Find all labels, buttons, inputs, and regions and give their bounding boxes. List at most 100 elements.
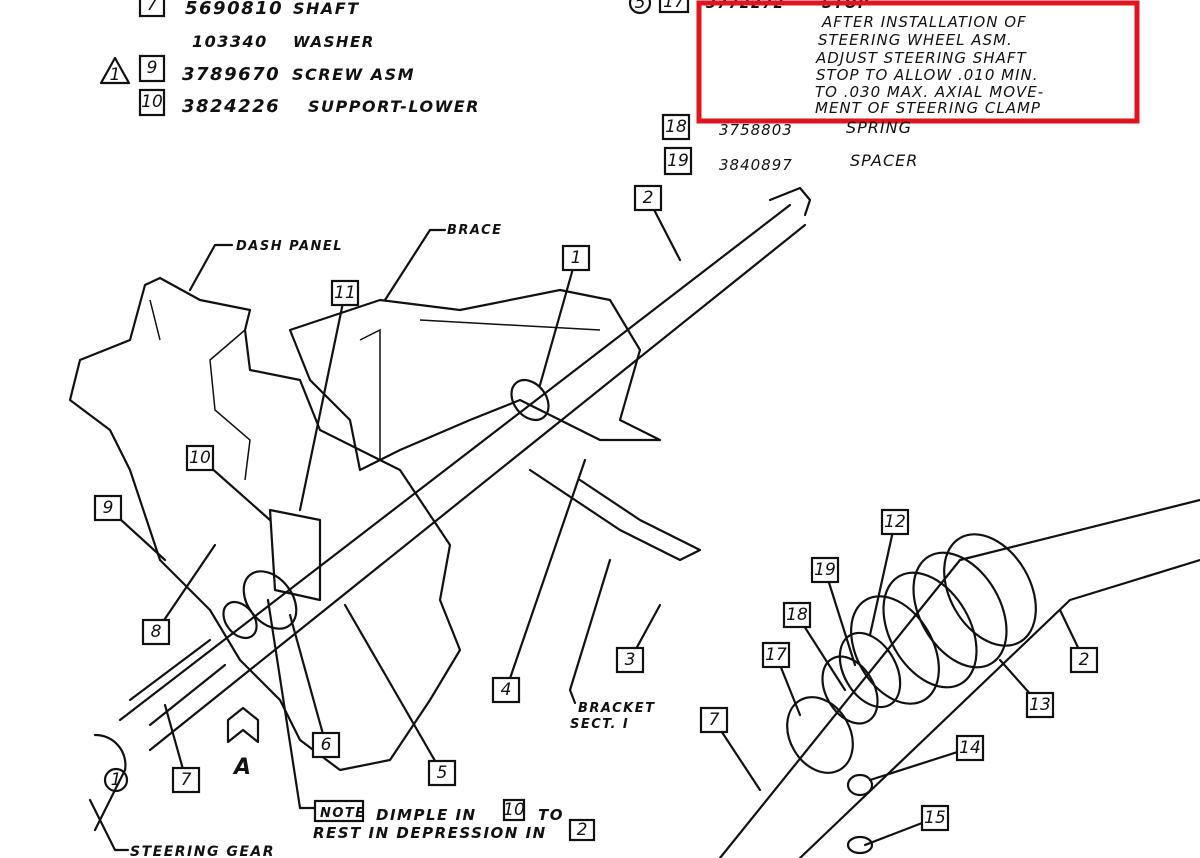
note-line: MENT OF STEERING CLAMP	[815, 99, 1041, 117]
part-name: SPACER	[850, 151, 918, 170]
callout-number: 5	[437, 763, 448, 783]
callout-number: 14	[959, 738, 981, 758]
bracket-label: BRACKET	[578, 701, 655, 716]
note-line: STOP TO ALLOW .010 MIN.	[816, 66, 1038, 84]
callout-box	[761, 641, 791, 669]
callout-number: 12	[884, 512, 906, 532]
ref-box	[661, 113, 691, 141]
callout-2: 2	[1058, 608, 1099, 674]
leader-line	[504, 458, 587, 692]
callout-3: 3	[615, 603, 662, 674]
callout-6: 6	[288, 613, 341, 759]
leader-line	[868, 746, 972, 782]
ref-box	[568, 818, 596, 842]
ref-box	[502, 798, 526, 822]
callout-number: 15	[924, 808, 946, 828]
view-label: A	[232, 755, 253, 780]
callout-number: 4	[501, 680, 512, 700]
dash-panel-label: DASH PANEL	[236, 239, 343, 254]
ref-box	[138, 54, 166, 83]
callout-box	[880, 508, 910, 536]
part-name: SPRING	[846, 118, 912, 137]
callout-number: 1	[571, 248, 582, 268]
callout-box	[491, 676, 521, 704]
callout-number: 2	[643, 188, 654, 208]
callout-number: 2	[1079, 650, 1090, 670]
callout-box	[93, 494, 123, 522]
note-line: STEERING WHEEL ASM.	[818, 31, 1013, 49]
warning-triangle-icon	[99, 56, 131, 85]
ref-box	[663, 146, 693, 176]
note-text: DIMPLE IN	[376, 806, 477, 824]
ref-number: 9	[147, 58, 158, 78]
leader-labels: DASH PANEL BRACE BRACKET SECT. I STEERIN…	[88, 223, 655, 858]
part-number: 3789670	[182, 64, 280, 85]
callout-7: 7	[699, 706, 762, 792]
callout-19: 19	[810, 556, 857, 667]
callout-box	[311, 731, 341, 759]
callout-number: 9	[103, 498, 114, 518]
ref-box	[138, 88, 166, 117]
note-line: AFTER INSTALLATION OF	[821, 13, 1027, 31]
part-number: 3758803	[719, 121, 793, 139]
leader-line	[343, 603, 444, 775]
callout-box	[1069, 646, 1099, 674]
part-number: 5690810	[185, 0, 283, 19]
circled-number	[628, 0, 652, 15]
circled-label: 5	[635, 0, 646, 13]
callout-4: 4	[491, 458, 587, 704]
callout-11: 11	[298, 279, 360, 512]
note-line: ADJUST STEERING SHAFT	[815, 49, 1027, 67]
leader-line	[538, 256, 578, 387]
ref-box	[138, 0, 166, 18]
ref-box	[658, 0, 690, 14]
note-tag-box	[313, 799, 365, 823]
steering-column-drawing	[93, 186, 812, 832]
note-line: TO .030 MAX. AXIAL MOVE-	[815, 83, 1044, 101]
callout-9: 9	[93, 494, 167, 562]
callout-number: 8	[151, 622, 162, 642]
leader-line	[154, 543, 217, 634]
ref-number: 18	[665, 117, 687, 137]
circled-number	[103, 767, 129, 793]
detail-a-icon: A	[226, 706, 260, 780]
brace-label: BRACE	[447, 223, 503, 238]
callout-box	[633, 184, 663, 212]
leader-line	[288, 613, 328, 747]
callout-2: 2	[633, 184, 682, 262]
callout-1: 1	[538, 244, 591, 387]
ref-number: 10	[141, 92, 163, 112]
callout-7: 7	[163, 703, 201, 794]
callout-17: 17	[761, 641, 802, 717]
part-name: SUPPORT-LOWER	[308, 97, 480, 116]
dash-panel-drawing	[68, 276, 462, 772]
callout-box	[699, 706, 729, 734]
callout-box	[955, 734, 985, 762]
callout-number: 18	[786, 605, 808, 625]
brace-drawing	[288, 288, 702, 562]
callout-8: 8	[141, 543, 217, 646]
part-number: 3840897	[719, 156, 793, 174]
leader-line	[868, 520, 897, 637]
callout-number: 10	[189, 448, 211, 468]
callout-box	[141, 618, 171, 646]
callout-box	[330, 279, 360, 307]
callout-number: 11	[334, 283, 356, 303]
ref-number: 2	[577, 820, 588, 840]
leader-line	[823, 568, 857, 667]
bracket-section-label: SECT. I	[570, 717, 629, 732]
callout-number: 17	[765, 645, 787, 665]
part-name: WASHER	[293, 33, 375, 51]
dimple-note: NOTE DIMPLE IN 10 TO REST IN DEPRESSION …	[266, 598, 596, 842]
callout-5: 5	[343, 603, 457, 787]
callout-number: 7	[709, 710, 720, 730]
adjustment-note: AFTER INSTALLATION OF STEERING WHEEL ASM…	[815, 13, 1044, 117]
ref-number: 17	[663, 0, 685, 12]
callout-box	[615, 646, 645, 674]
part-number: 103340	[192, 32, 268, 51]
ref-number: 10	[503, 800, 525, 820]
callout-box	[1025, 691, 1055, 719]
callout-number: 6	[321, 735, 332, 755]
